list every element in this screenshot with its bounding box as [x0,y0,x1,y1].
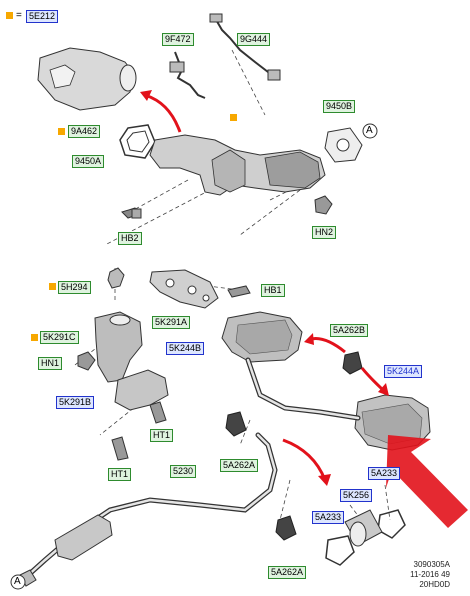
marker-9a462 [58,128,65,135]
heat-shield-part [37,47,137,111]
label-hn1: HN1 [38,357,63,370]
label-5k291c: 5K291C [40,331,79,344]
nut-hn1 [77,351,96,371]
callout-a-bottom [10,574,26,590]
hanger-5a262a-upper [225,411,247,437]
label-5a233-lower: 5A233 [312,511,345,524]
oxygen-sensor-9f472 [169,51,206,99]
marker-front-pipe [230,114,237,121]
bolt-ht1-lower [111,436,129,461]
label-9f472: 9F472 [162,33,194,46]
red-arrowheads [140,90,389,486]
label-5k244a: 5K244A [384,365,423,378]
front-resonator [19,514,113,587]
flange-5k291a [149,269,219,309]
callout-a-bottom-letter: A [14,576,21,587]
label-9450b: 9450B [323,100,356,113]
clamp-5a233-lower [325,535,355,566]
footer-reference: 3090305A 11-2016 49 20HD0D [372,560,450,590]
label-5k244b: 5K244B [166,342,205,355]
label-5h294: 5H294 [58,281,91,294]
label-5k291a: 5K291A [152,316,191,329]
gasket-9450b [324,127,363,163]
bolt-hb2 [121,207,142,219]
bracket-5k291c [94,311,143,383]
label-5a262b: 5A262B [330,324,369,337]
label-9a462: 9A462 [68,125,101,138]
sleeve-5k256 [344,509,383,547]
callout-a-top [362,123,378,139]
bracket-5h294 [107,267,125,289]
label-ht1-lower: HT1 [108,468,132,481]
legend-code: 5E212 [26,10,59,23]
label-5230: 5230 [170,465,197,478]
bolt-ht1-upper [149,401,167,424]
label-ht1-upper: HT1 [150,429,174,442]
label-9g444: 9G444 [237,33,271,46]
footer-line-1: 3090305A [413,560,450,569]
label-5a262a-upper: 5A262A [220,459,259,472]
label-5a233-upper: 5A233 [368,467,401,480]
bracket-5k291b [114,369,169,411]
legend-equals: = [16,10,22,21]
label-5k256: 5K256 [340,489,373,502]
gasket-9450a [119,124,156,159]
callout-a-top-letter: A [366,125,373,136]
marker-5h294 [49,283,56,290]
label-5k291b: 5K291B [56,396,95,409]
hanger-5a262b [342,351,363,375]
nut-hn2 [314,195,333,215]
label-5a262a-lower: 5A262A [268,566,307,579]
clamp-5a233-upper [377,509,406,539]
legend-marker [6,12,13,19]
oxygen-sensor-9g444 [209,13,281,81]
large-red-pointer-arrow [386,435,468,528]
marker-5k291c [31,334,38,341]
footer-line-2: 11-2016 49 [410,570,450,579]
center-muffler-5k244b [221,311,303,363]
bolt-hb1 [227,285,251,298]
label-hb1: HB1 [261,284,285,297]
label-9450a: 9450A [72,155,105,168]
hanger-5a262a-lower [275,515,297,541]
front-pipe-catalyst [149,134,326,196]
footer-line-3: 20HD0D [419,580,450,589]
label-hn2: HN2 [312,226,337,239]
label-hb2: HB2 [118,232,142,245]
